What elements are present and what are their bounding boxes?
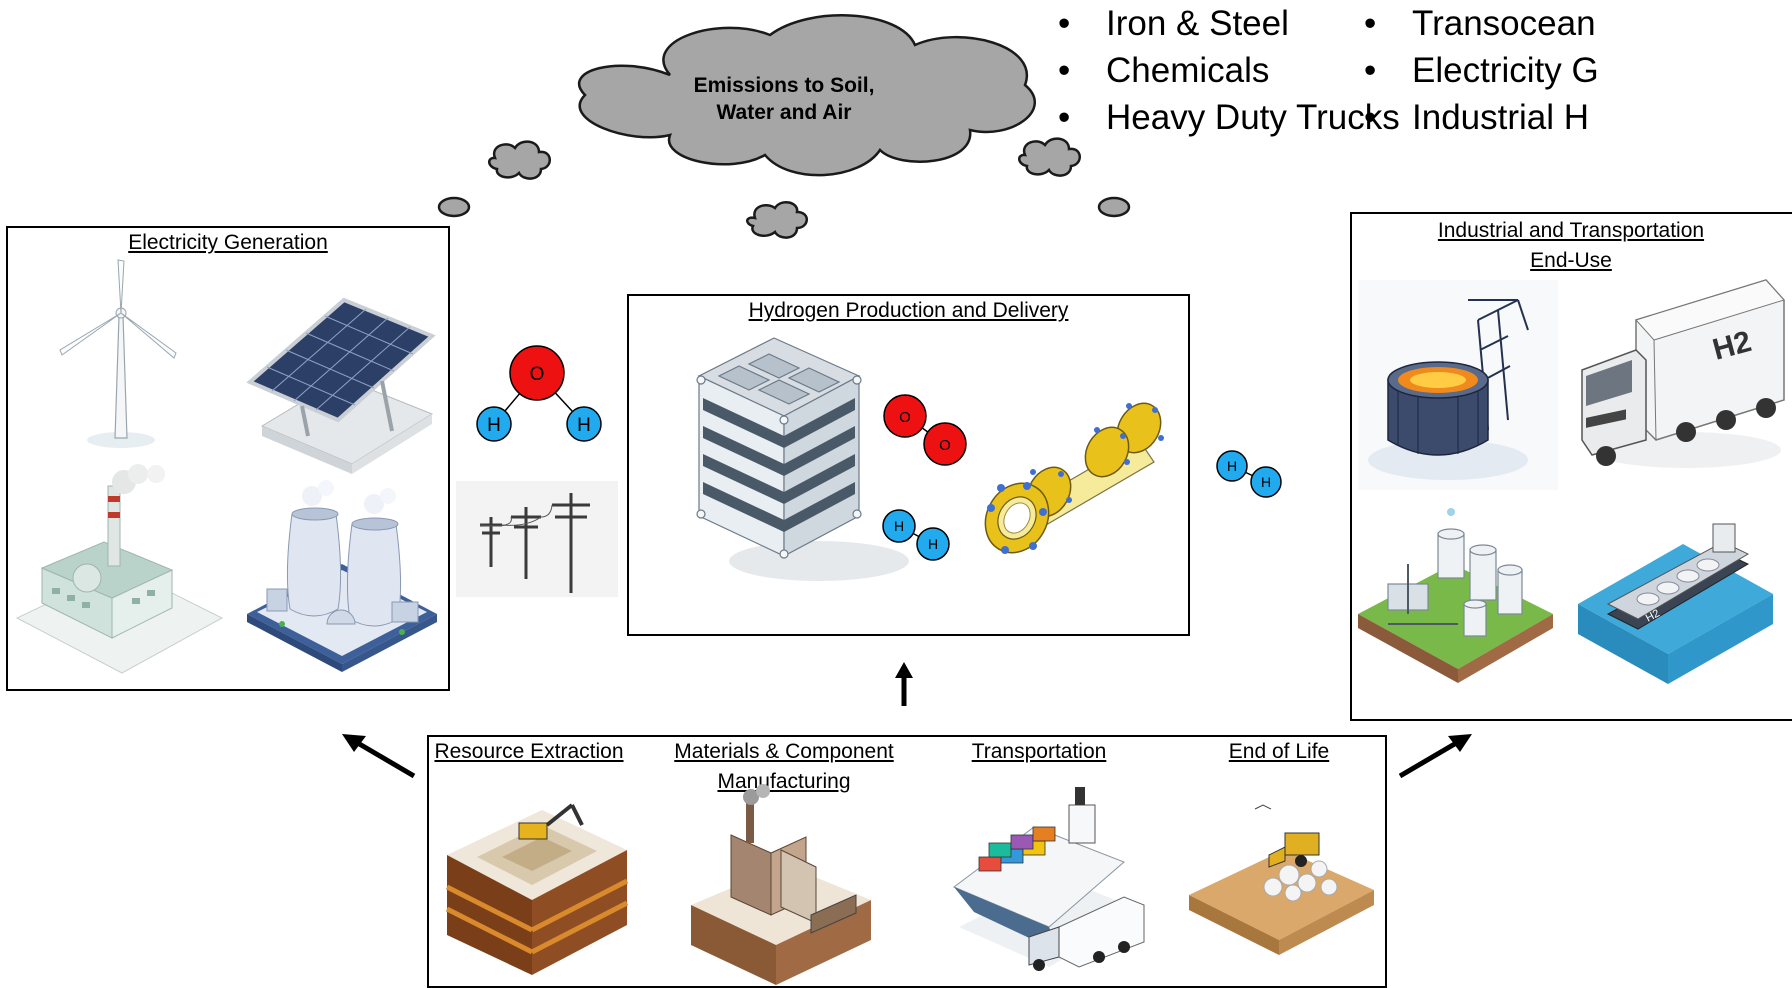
h2-ship-icon: H2 [1578, 523, 1773, 684]
resource-extraction-icon [445, 803, 629, 975]
chemical-plant-icon [1358, 508, 1553, 683]
svg-text:H2: H2 [1644, 607, 1662, 624]
list-item: •Industrial H [1364, 98, 1590, 137]
svg-text:H: H [577, 415, 591, 436]
pipeline-icon [984, 402, 1164, 554]
hydrogen-molecule-icon: H H [882, 509, 950, 561]
transportation-icon [953, 787, 1145, 971]
water-molecule-icon: O H H [476, 345, 602, 442]
manufacturing-icon [691, 784, 871, 985]
electrolyzer-stack-icon [696, 337, 909, 581]
stage-label-manufacturing-2: Manufacturing [717, 770, 851, 793]
cloud-puff [437, 196, 471, 218]
svg-text:O: O [530, 364, 545, 385]
cloud-puff [1018, 137, 1081, 177]
arrow-to-end-use [1398, 734, 1472, 779]
svg-text:O: O [939, 437, 951, 454]
cloud-puff [746, 200, 808, 239]
power-lines-icon [456, 481, 618, 597]
oxygen-molecule-icon: O O [883, 394, 967, 466]
stage-label-resource-extraction: Resource Extraction [434, 740, 624, 763]
nuclear-plant-icon [247, 480, 437, 672]
hydrogen-production-title: Hydrogen Production and Delivery [748, 299, 1069, 322]
svg-text:H: H [1227, 458, 1237, 474]
end-use-list-left: •Iron & Steel •Chemicals •Heavy Duty Tru… [1058, 0, 1400, 141]
end-use-list-right: •Transocean •Electricity G •Industrial H [1364, 0, 1599, 141]
stage-label-end-of-life: End of Life [1228, 740, 1330, 763]
h2-truck-icon: H2 [1581, 279, 1785, 468]
cloud-line-2: Water and Air [717, 101, 852, 124]
arrow-to-electricity [342, 734, 416, 779]
list-item: •Iron & Steel [1058, 4, 1289, 43]
list-item: •Electricity G [1364, 51, 1599, 90]
list-item: •Heavy Duty Trucks [1058, 98, 1400, 137]
wind-turbine-icon [59, 259, 177, 448]
list-item: •Transocean [1364, 4, 1596, 43]
cloud-puff [1097, 196, 1131, 218]
lifecycle-box: Resource Extraction Materials & Componen… [427, 735, 1387, 988]
svg-text:H: H [487, 415, 501, 436]
svg-text:H: H [894, 518, 904, 534]
stage-label-transportation: Transportation [971, 740, 1107, 763]
electricity-generation-title: Electricity Generation [128, 231, 328, 254]
end-use-title-line-2: End-Use [1530, 249, 1612, 272]
arrow-to-hydrogen [895, 662, 913, 706]
solar-panel-icon [246, 297, 436, 474]
hydrogen-molecule-transfer-icon: H H [1216, 450, 1282, 498]
svg-text:H: H [1261, 474, 1271, 490]
electricity-generation-box: Electricity Generation [6, 226, 450, 691]
cloud-puff [488, 140, 551, 180]
coal-plant-icon [15, 464, 224, 674]
cloud-line-1: Emissions to Soil, [694, 74, 875, 97]
svg-text:H: H [928, 536, 938, 552]
steel-furnace-icon [1358, 280, 1558, 490]
end-use-title-line-1: Industrial and Transportation [1437, 219, 1705, 242]
hydrogen-production-box: Hydrogen Production and Delivery [627, 294, 1190, 636]
end-use-box: Industrial and Transportation End-Use H2 [1350, 212, 1792, 721]
list-item: •Chemicals [1058, 51, 1270, 90]
stage-label-manufacturing: Materials & Component [674, 740, 894, 763]
end-of-life-icon [1189, 804, 1374, 955]
svg-text:O: O [899, 409, 911, 426]
